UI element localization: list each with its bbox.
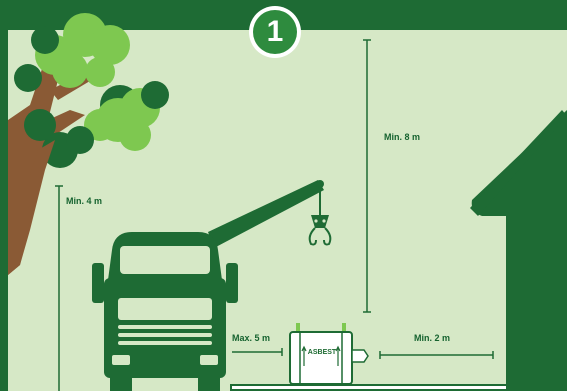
truck xyxy=(92,232,238,391)
house xyxy=(470,110,567,391)
bag-label: ASBEST xyxy=(300,349,344,356)
tree-clearance-label: Min. 4 m xyxy=(66,196,102,206)
crane-reach-label: Max. 5 m xyxy=(232,333,270,343)
house-distance-label: Min. 2 m xyxy=(414,333,450,343)
crane-height-label: Min. 8 m xyxy=(384,132,420,142)
step-number: 1 xyxy=(251,8,299,56)
reach-dimension-line xyxy=(232,348,282,356)
height-dimension-line xyxy=(363,40,371,312)
house-dimension-line xyxy=(380,351,493,359)
left-border xyxy=(0,30,8,391)
crane xyxy=(208,180,330,248)
tree-dimension-line xyxy=(55,186,63,391)
